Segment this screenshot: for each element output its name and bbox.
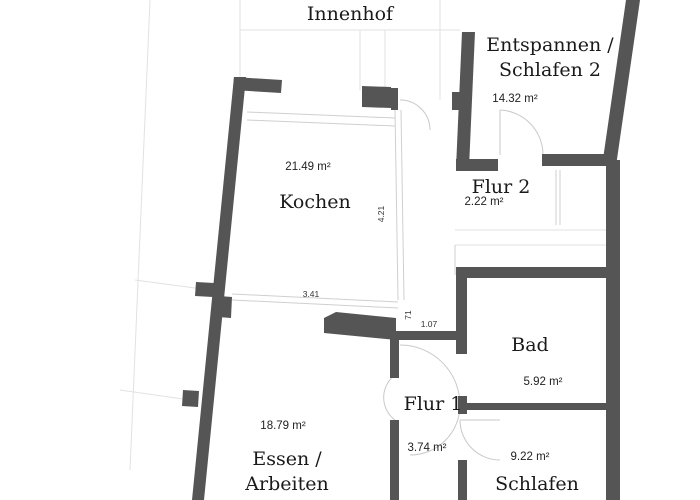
area-entspannen: 14.32 m² [492, 93, 538, 105]
walls [182, 0, 640, 500]
interior-lines [231, 109, 561, 309]
wall-schlafen-top [465, 403, 610, 410]
area-schlafen: 9.22 m² [511, 451, 550, 463]
label-flur2: Flur 2 [472, 176, 531, 198]
wall-entspannen-left [456, 32, 475, 168]
label-kochen: Kochen [279, 191, 350, 213]
wall-schlafen-left-lower [458, 460, 467, 500]
dim-wall-gap: 71 [403, 310, 413, 320]
area-essen: 18.79 m² [260, 420, 306, 432]
wall-pilaster-1 [195, 282, 214, 297]
label-entspannen-line2: Schlafen 2 [499, 59, 601, 81]
wall-bad-top [456, 267, 612, 278]
label-flur1: Flur 1 [404, 393, 463, 415]
room-labels: Innenhof Entspannen / Schlafen 2 14.32 m… [244, 3, 614, 495]
wall-pilaster-2 [218, 296, 232, 318]
wall-flur2-top-left [456, 159, 498, 171]
label-schlafen: Schlafen [495, 473, 579, 495]
wall-kochen-top [233, 77, 282, 93]
area-flur2: 2.22 m² [465, 196, 504, 208]
label-essen-line1: Essen / [252, 448, 322, 470]
wall-flur2-top-right [542, 154, 612, 166]
door-swings [383, 99, 544, 461]
label-entspannen-line1: Entspannen / [486, 34, 614, 56]
label-essen-line2: Arbeiten [244, 473, 328, 495]
dim-kochen-width: 3.41 [303, 289, 320, 299]
wall-kochen-essen [324, 312, 396, 340]
wall-stub-left [452, 92, 462, 110]
wall-left [192, 77, 246, 500]
wall-pilaster-3 [182, 390, 199, 407]
dim-passage-width: 1.07 [421, 319, 438, 329]
area-kochen: 21.49 m² [285, 161, 331, 173]
wall-passage [390, 331, 460, 340]
construction-lines [119, 0, 610, 471]
area-bad: 5.92 m² [524, 376, 563, 388]
area-flur1: 3.74 m² [408, 442, 447, 454]
wall-top-block-small [391, 88, 398, 110]
wall-right [606, 160, 620, 500]
label-innenhof: Innenhof [307, 3, 395, 25]
wall-flur1-left-upper [390, 338, 399, 378]
wall-bad-left [456, 267, 467, 354]
wall-flur1-left-lower [390, 420, 399, 500]
wall-right-slant [602, 0, 640, 166]
label-bad: Bad [511, 334, 548, 356]
wall-schlafen-left [458, 396, 467, 414]
dimension-labels: 4.21 3.41 1.07 71 [303, 205, 438, 329]
dim-kochen-height: 4.21 [376, 205, 386, 222]
wall-top-block [362, 86, 391, 108]
